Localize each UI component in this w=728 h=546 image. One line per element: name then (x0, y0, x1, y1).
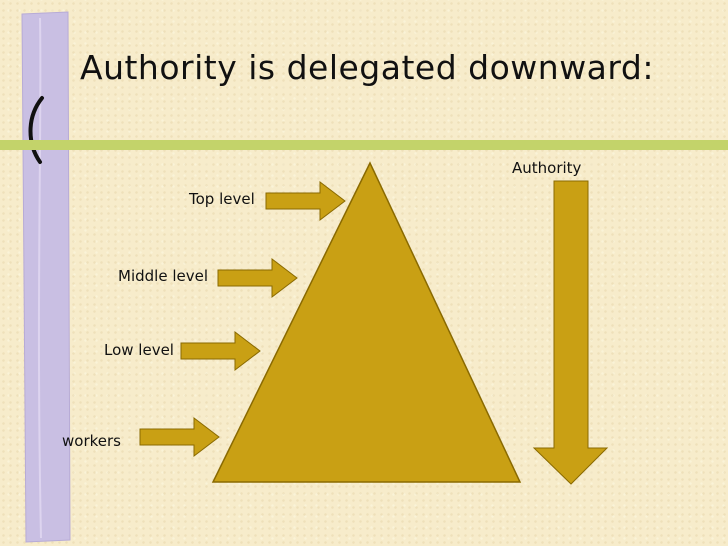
left-side-bar (22, 12, 70, 542)
authority-label: Authority (512, 159, 581, 177)
title-underline-bar (0, 140, 728, 150)
top-level-arrow (266, 182, 345, 220)
hierarchy-pyramid (213, 163, 520, 482)
top-level-label: Top level (189, 190, 255, 208)
middle-level-label: Middle level (118, 267, 208, 285)
slide-title: Authority is delegated downward: (80, 48, 654, 87)
low-level-label: Low level (104, 341, 174, 359)
authority-down-arrow (534, 181, 607, 484)
middle-level-arrow (218, 259, 297, 297)
workers-arrow (140, 418, 219, 456)
low-level-arrow (181, 332, 260, 370)
workers-label: workers (62, 432, 121, 450)
